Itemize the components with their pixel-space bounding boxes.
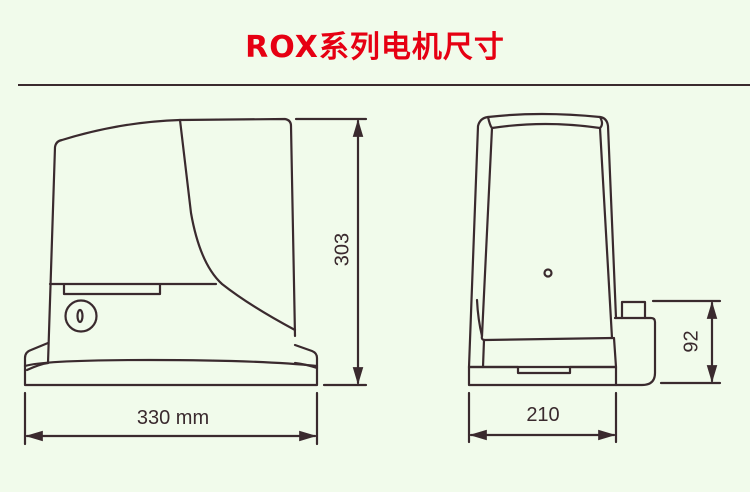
front-view-motor xyxy=(467,112,657,387)
screw-hole-icon xyxy=(543,268,553,278)
side-height-label: 303 xyxy=(331,232,354,267)
title-divider xyxy=(18,84,750,86)
lock-icon xyxy=(64,299,98,333)
front-base-height-label: 92 xyxy=(680,330,703,353)
side-width-label: 330 mm xyxy=(136,407,210,429)
front-base-height-dimension xyxy=(651,299,722,385)
front-width-dimension xyxy=(467,391,618,444)
side-height-dimension xyxy=(294,117,368,387)
side-width-dimension xyxy=(23,391,319,446)
front-width-label: 210 xyxy=(526,404,560,426)
side-view-motor xyxy=(23,117,319,387)
page-title: ROX系列电机尺寸 xyxy=(245,30,505,65)
